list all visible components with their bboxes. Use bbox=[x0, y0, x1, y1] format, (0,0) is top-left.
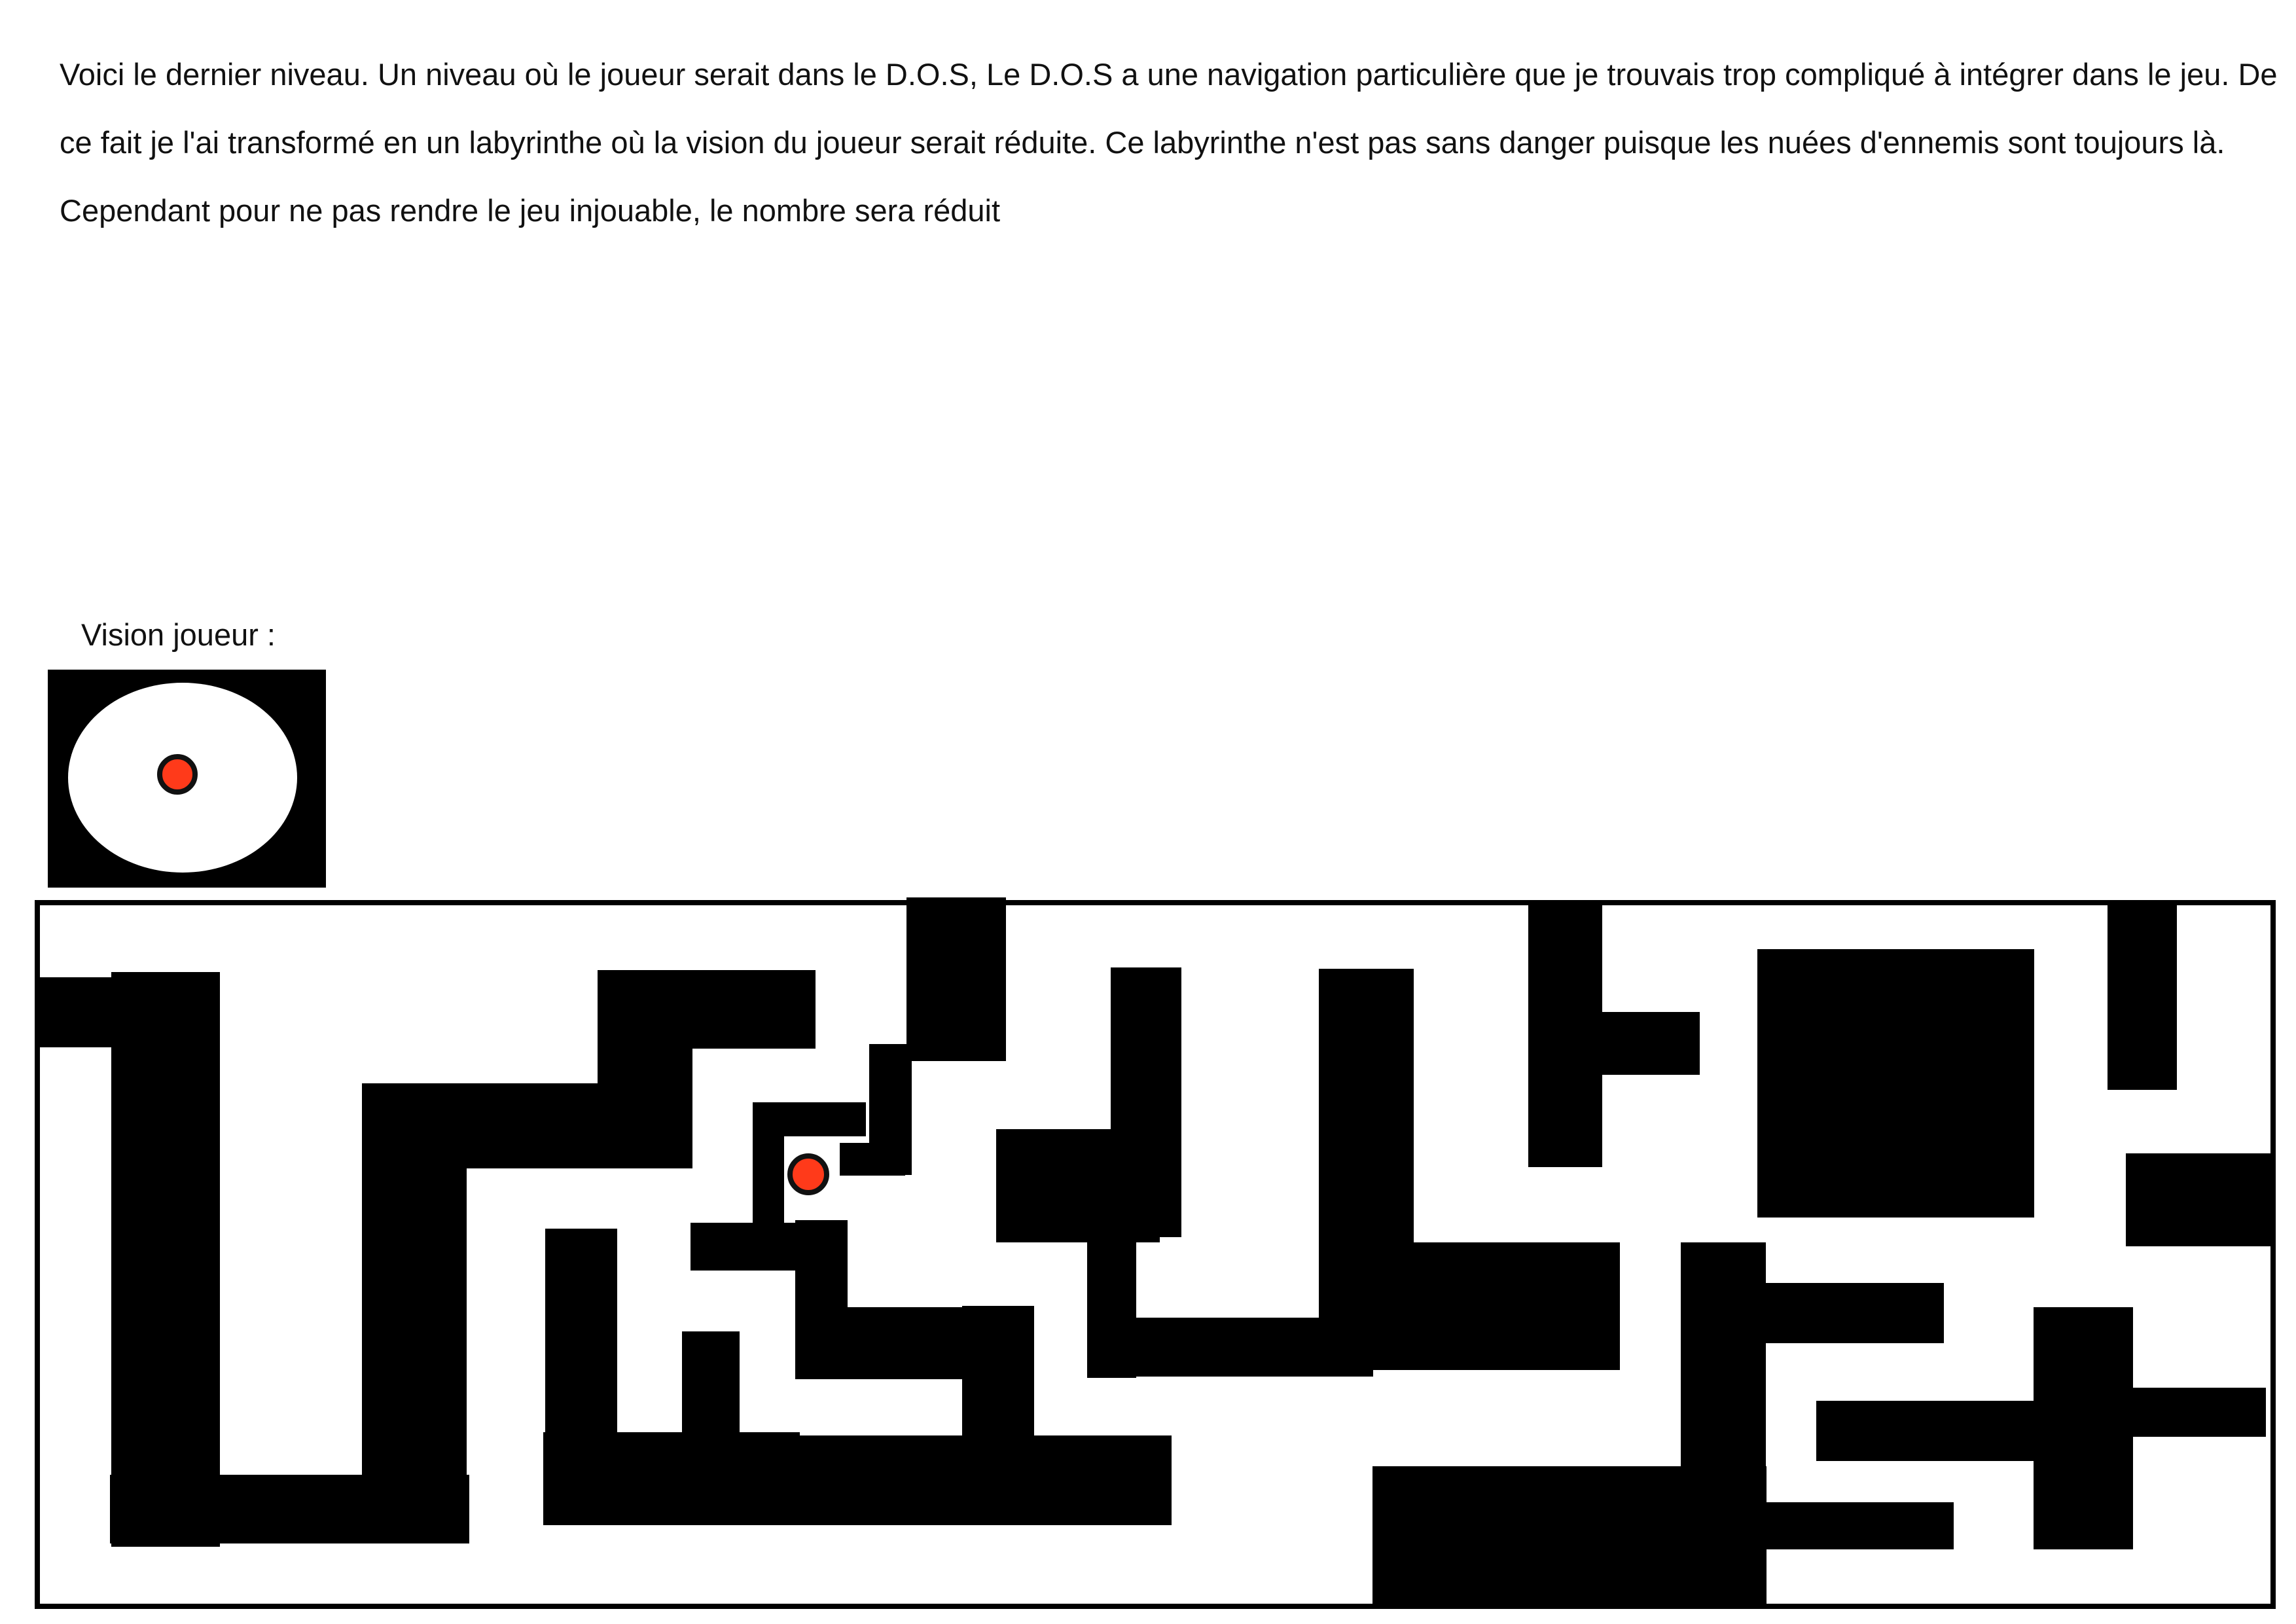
player-marker bbox=[787, 1153, 829, 1195]
wall bbox=[840, 1143, 905, 1176]
vision-label: Vision joueur : bbox=[81, 617, 276, 652]
wall bbox=[792, 1435, 1172, 1525]
wall bbox=[2126, 1153, 2273, 1246]
wall bbox=[111, 972, 220, 1547]
wall bbox=[1764, 1283, 1944, 1343]
wall bbox=[1597, 1012, 1700, 1075]
wall bbox=[753, 1102, 784, 1227]
labyrinth-map bbox=[35, 897, 2276, 1609]
wall bbox=[2127, 1388, 2266, 1437]
wall bbox=[1757, 949, 2034, 1218]
wall bbox=[1681, 1242, 1766, 1606]
wall bbox=[1816, 1401, 2039, 1461]
wall bbox=[1111, 967, 1181, 1237]
wall bbox=[2034, 1307, 2133, 1549]
wall bbox=[1764, 1502, 1954, 1549]
wall bbox=[1528, 905, 1602, 1167]
level-description: Voici le dernier niveau. Un niveau où le… bbox=[60, 57, 2278, 228]
wall bbox=[543, 1432, 800, 1525]
vision-preview bbox=[48, 670, 326, 888]
labyrinth-walls bbox=[37, 897, 2273, 1606]
wall bbox=[598, 970, 692, 1166]
wall bbox=[1319, 1242, 1620, 1370]
wall bbox=[906, 897, 1006, 1061]
wall bbox=[37, 977, 115, 1047]
wall bbox=[2108, 905, 2177, 1090]
player-marker-preview bbox=[157, 754, 198, 795]
